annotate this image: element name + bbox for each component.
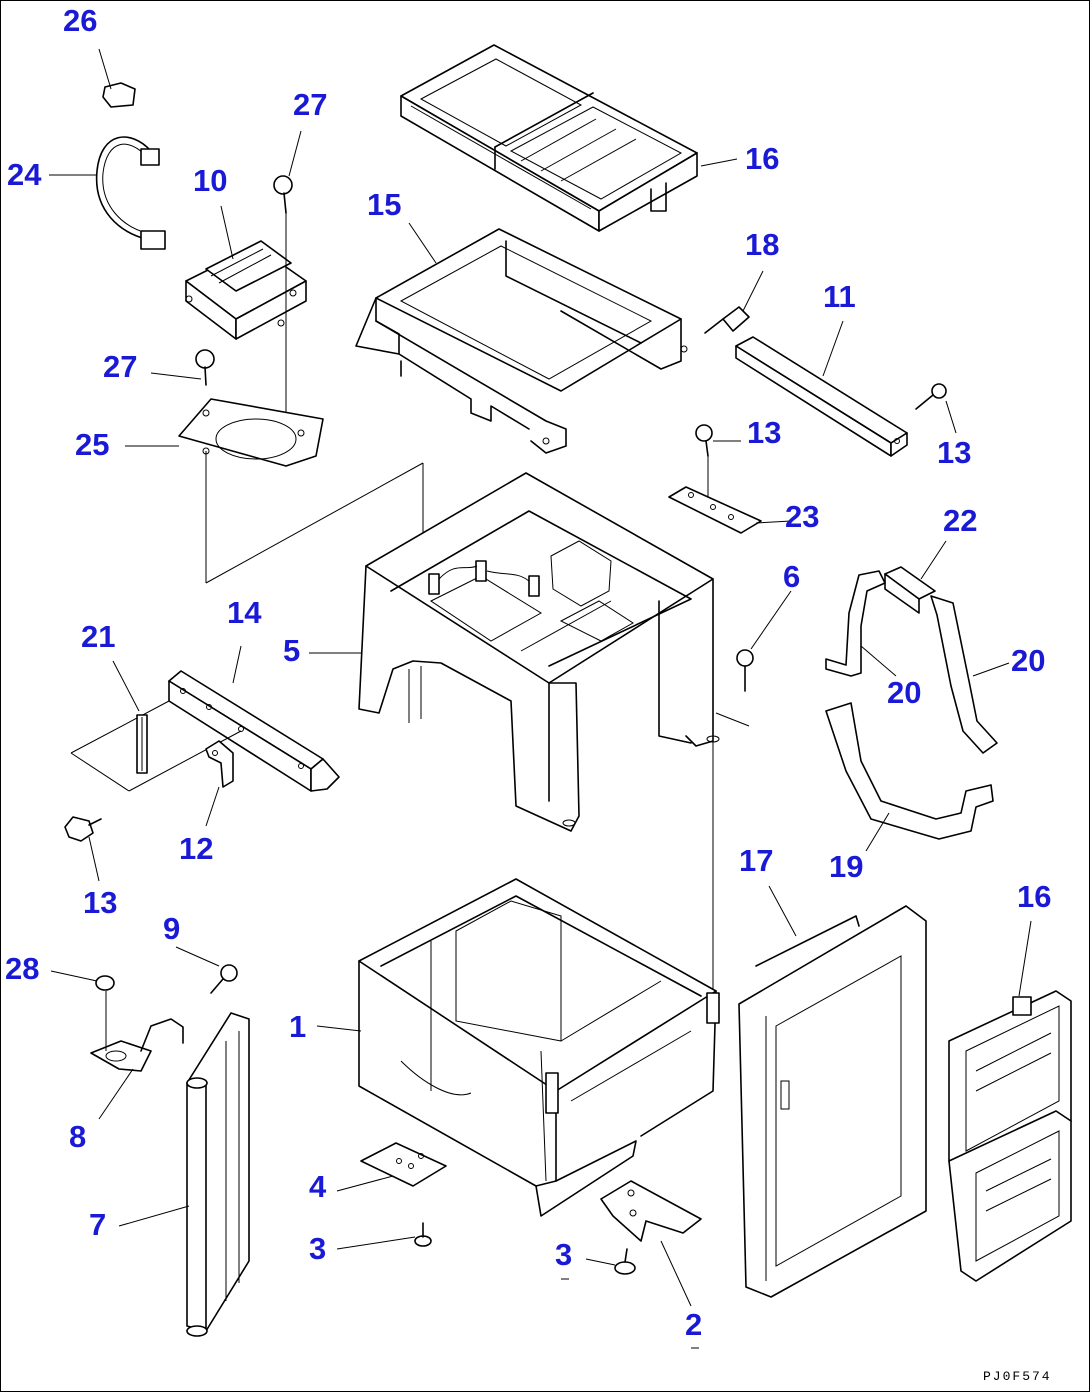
callout-15: 15 [367, 187, 402, 222]
part-20-duct-right [930, 595, 998, 754]
callout-20: 20 [887, 675, 922, 710]
callout-16: 16 [745, 141, 780, 176]
part-11-bar [735, 336, 908, 457]
part-28-nut [95, 975, 115, 991]
callout-24: 24 [7, 157, 42, 192]
callout-2: 2 [685, 1307, 703, 1342]
part-6-screw [715, 649, 754, 727]
callout-18: 18 [745, 227, 780, 262]
part-13-screw-right [915, 383, 947, 410]
callout-4: 4 [309, 1169, 327, 1204]
callout-27: 27 [293, 87, 328, 122]
callout-13: 13 [747, 415, 782, 450]
part-25-plate [178, 398, 424, 591]
callout-19: 19 [829, 849, 864, 884]
part-20-duct-left [825, 570, 886, 677]
callout-16: 16 [1017, 879, 1052, 914]
part-1-lower-case [358, 878, 720, 1217]
callout-9: 9 [163, 911, 181, 946]
callout-8: 8 [69, 1119, 87, 1154]
part-2-bracket [600, 1180, 702, 1242]
callout-26: 26 [63, 3, 98, 38]
part-26-clip [102, 82, 136, 108]
part-14-bracket [70, 670, 340, 792]
callout-3: 3 [309, 1231, 327, 1266]
callout-28: 28 [5, 951, 40, 986]
part-4-hinge [360, 1142, 447, 1187]
part-24-harness [95, 136, 166, 250]
drawing-code: PJ0F574 [983, 1369, 1052, 1384]
part-16-filter-top [400, 44, 698, 232]
part-5-upper-case [358, 472, 720, 1001]
callout-22: 22 [943, 503, 978, 538]
part-10-unit [185, 240, 307, 340]
callout-1: 1 [289, 1009, 307, 1044]
part-17-cover [738, 905, 927, 1298]
part-8-bracket [90, 991, 184, 1072]
part-3-bolt-right [614, 1248, 636, 1275]
callout-5: 5 [283, 633, 301, 668]
part-18-screw [704, 306, 750, 334]
part-27-screw-lower [195, 349, 215, 386]
callout-11: 11 [823, 279, 856, 314]
callout-23: 23 [785, 499, 820, 534]
callout-12: 12 [179, 831, 214, 866]
callout-17: 17 [739, 843, 774, 878]
part-19-duct [825, 702, 994, 840]
callout-3: 3 [555, 1237, 573, 1272]
part-7-panel [186, 1012, 250, 1337]
part-12-clip [205, 740, 234, 788]
part-13-screw-left [64, 816, 102, 842]
callout-13: 13 [83, 885, 118, 920]
part-3-bolt-left [414, 1222, 432, 1247]
callout-10: 10 [193, 163, 228, 198]
part-9-screw [210, 964, 238, 994]
part-22-joint [884, 566, 936, 614]
callout-21: 21 [81, 619, 116, 654]
part-13-screw-mid [695, 424, 713, 511]
leader-lines [49, 48, 1032, 1349]
callout-14: 14 [227, 595, 262, 630]
part-23-bracket [668, 486, 762, 534]
callout-13: 13 [937, 435, 972, 470]
callout-6: 6 [783, 559, 801, 594]
callout-7: 7 [89, 1207, 107, 1242]
part-15-frame [355, 228, 688, 454]
callout-20: 20 [1011, 643, 1046, 678]
part-21-pin [136, 714, 148, 774]
callout-27: 27 [103, 349, 138, 384]
callout-25: 25 [75, 427, 110, 462]
part-16-filter-right [948, 990, 1072, 1282]
